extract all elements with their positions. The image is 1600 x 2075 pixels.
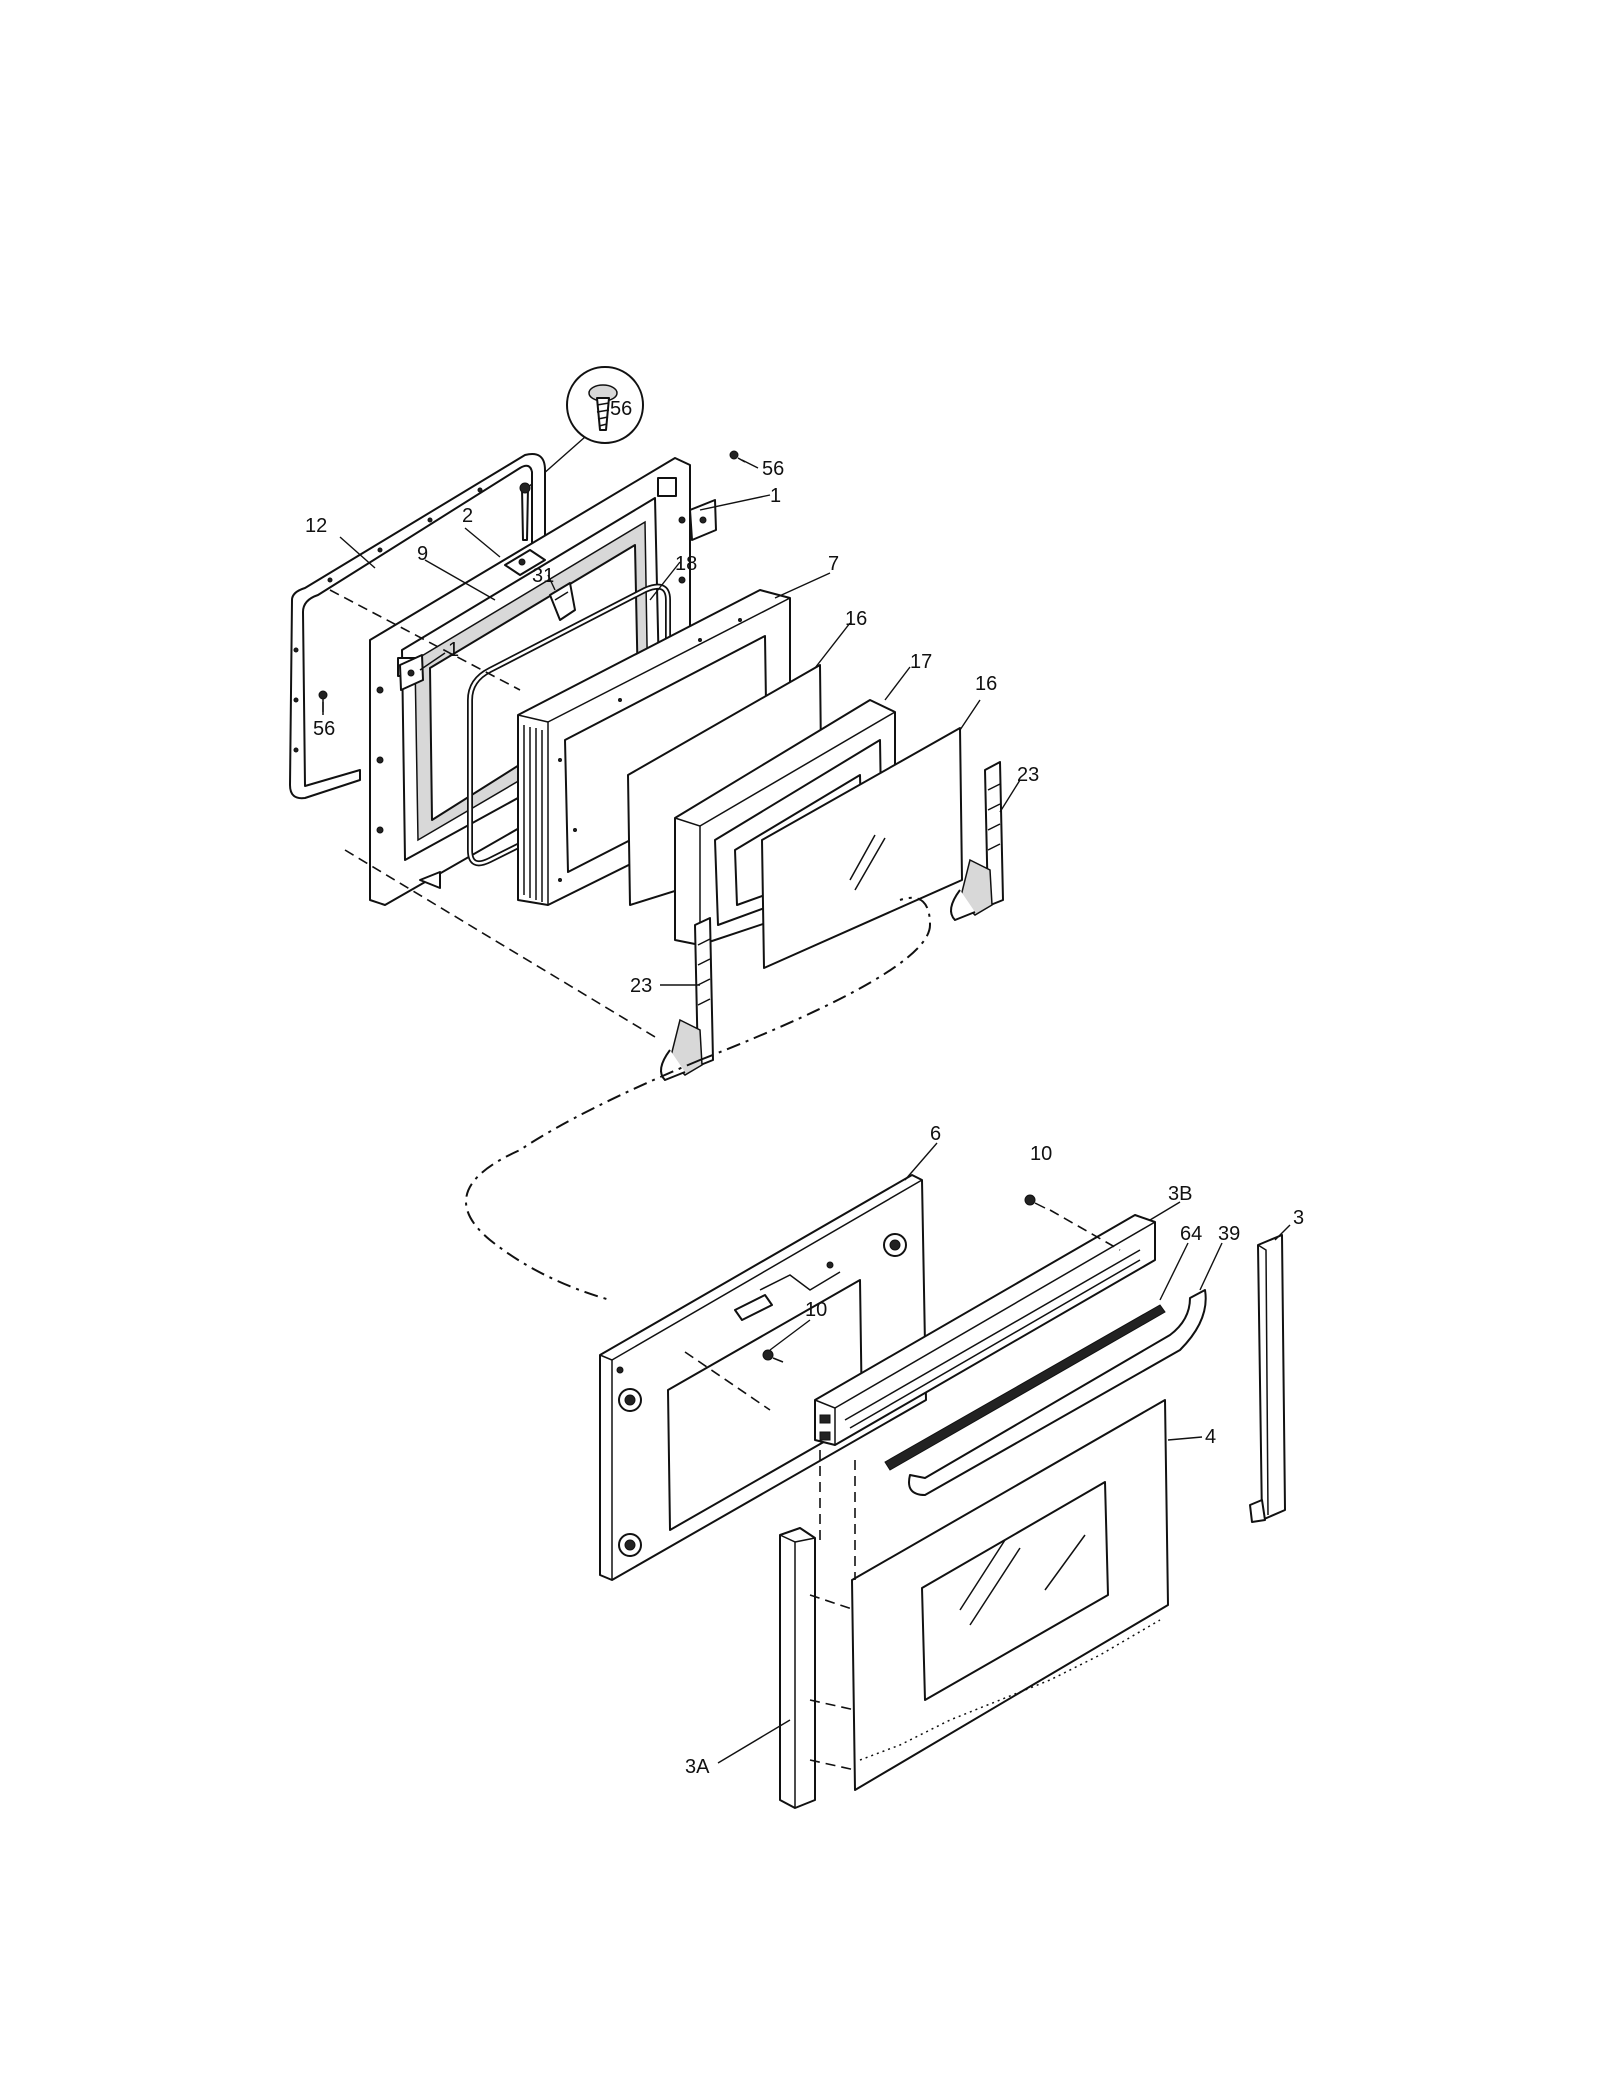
clip-part-31 — [549, 582, 576, 621]
glass-panel-part-16-second — [761, 727, 963, 969]
alignment-line-lower-4 — [809, 1594, 856, 1771]
alignment-line-lower-2 — [1049, 1209, 1121, 1251]
alignment-line-gasket — [329, 589, 521, 691]
outer-door-glass-part-4 — [851, 1399, 1169, 1791]
leader-lines — [322, 459, 1291, 1764]
vent-strip-part-64 — [884, 1304, 1166, 1471]
hinge-part-23-left — [660, 917, 714, 1081]
callout-31: 31 — [532, 565, 554, 587]
alignment-line-lower-3 — [819, 1450, 856, 1580]
callout-10-top: 10 — [1030, 1143, 1052, 1165]
callout-16-a: 16 — [845, 608, 867, 630]
callout-17: 17 — [910, 651, 932, 673]
callout-39: 39 — [1218, 1223, 1240, 1245]
callout-9: 9 — [417, 543, 428, 565]
callout-16-b: 16 — [975, 673, 997, 695]
door-gasket-part-12 — [289, 453, 546, 800]
screw-on-frame — [519, 482, 531, 541]
callout-12: 12 — [305, 515, 327, 537]
hinge-connector-loop — [465, 896, 932, 1301]
alignment-line-upper — [344, 849, 661, 1041]
callout-3: 3 — [1293, 1207, 1304, 1229]
side-trim-part-3A — [779, 1527, 816, 1809]
callout-56-inset: 56 — [610, 398, 632, 420]
callout-23-right: 23 — [1017, 764, 1039, 786]
top-trim-part-3B — [814, 1214, 1156, 1446]
side-trim-part-3 — [1249, 1234, 1286, 1523]
door-handle-part-39 — [908, 1289, 1207, 1496]
callout-18: 18 — [675, 553, 697, 575]
callout-56-left: 56 — [313, 718, 335, 740]
callout-4: 4 — [1205, 1426, 1216, 1448]
bracket-part-1-top — [689, 499, 717, 541]
callout-3A: 3A — [685, 1756, 710, 1778]
callout-10-mid: 10 — [805, 1299, 827, 1321]
alignment-line-lower-1 — [684, 1351, 771, 1411]
screw-part-10-top — [1024, 1194, 1046, 1209]
callout-7: 7 — [828, 553, 839, 575]
outer-door-panel-part-6 — [599, 1174, 927, 1581]
screw-detail-inset — [524, 366, 644, 491]
screw-part-10-mid — [762, 1349, 784, 1363]
callout-56-top: 56 — [762, 458, 784, 480]
callout-64: 64 — [1180, 1223, 1202, 1245]
callout-1-top: 1 — [770, 485, 781, 507]
callout-1-left: 1 — [448, 639, 459, 661]
callout-23-left: 23 — [630, 975, 652, 997]
hinge-bracket-part-2 — [504, 549, 546, 576]
bracket-part-1-left — [399, 654, 424, 691]
callout-3B: 3B — [1168, 1183, 1192, 1205]
callout-6: 6 — [930, 1123, 941, 1145]
hinge-part-23-right — [950, 761, 1004, 921]
callout-2: 2 — [462, 505, 473, 527]
